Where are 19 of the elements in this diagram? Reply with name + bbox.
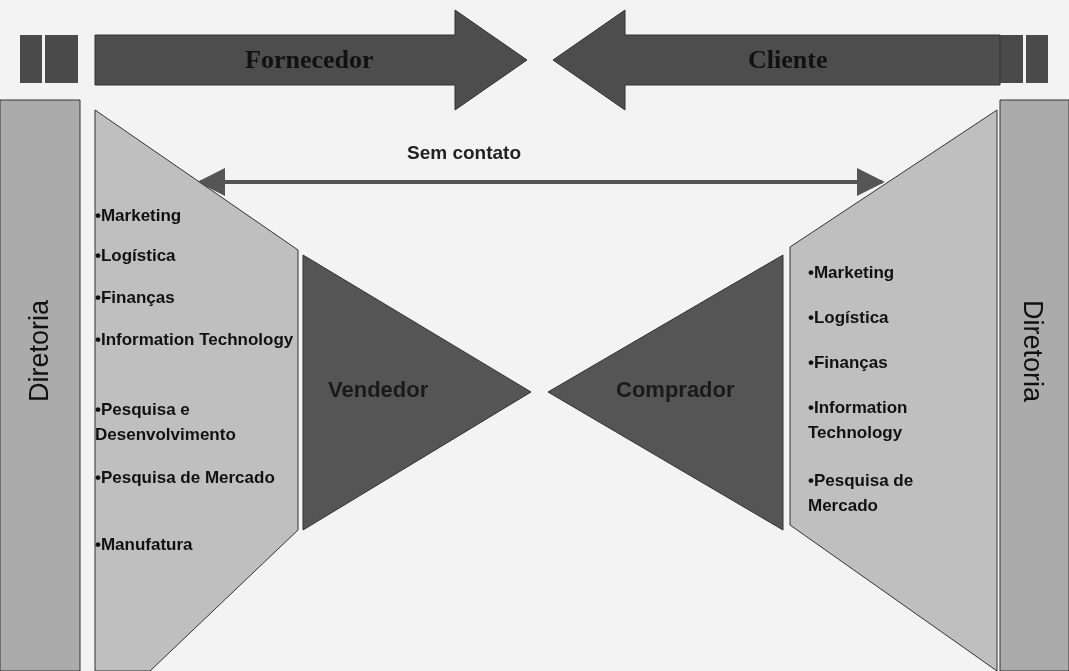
role-label: Comprador	[616, 377, 735, 403]
list-item: •Finanças	[808, 352, 889, 374]
list-item: •Pesquisa de Mercado	[95, 467, 276, 489]
arrow-label: Cliente	[748, 45, 828, 75]
list-item: •Marketing	[808, 262, 896, 284]
role-label: Vendedor	[328, 377, 429, 403]
arrow-label: Fornecedor	[245, 45, 374, 75]
list-item: •Information Technology	[808, 397, 909, 444]
list-item: •Finanças	[95, 287, 176, 309]
list-item: •Logística	[95, 245, 177, 267]
side-label: Diretoria	[1018, 300, 1048, 403]
list-item: •Pesquisa de Mercado	[808, 470, 915, 517]
list-item: •Pesquisa e Desenvolvimento	[95, 399, 237, 446]
list-item: •Information Technology	[95, 329, 295, 351]
list-item: •Marketing	[95, 205, 183, 227]
side-label: Diretoria	[24, 300, 54, 403]
double-arrow	[197, 168, 885, 196]
list-item: •Logística	[808, 307, 890, 329]
list-item: •Manufatura	[95, 534, 194, 556]
